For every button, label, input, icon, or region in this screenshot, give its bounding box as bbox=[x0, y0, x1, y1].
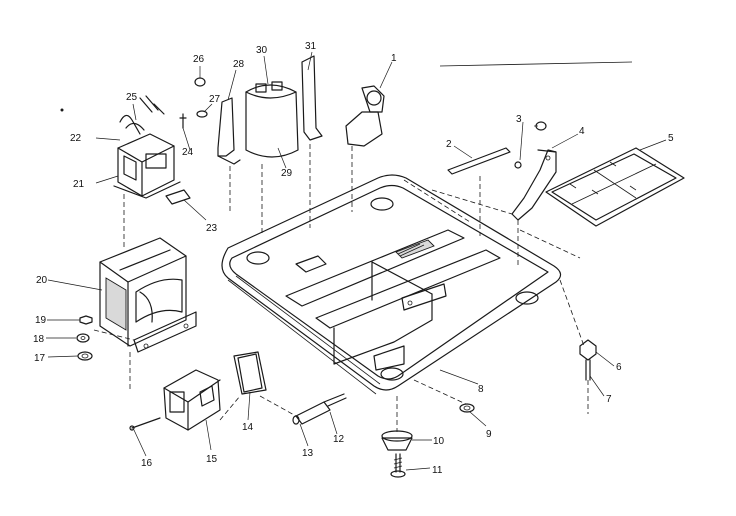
part-25-connector bbox=[139, 95, 165, 115]
leader-lines bbox=[46, 51, 667, 471]
callout-13: 13 bbox=[302, 448, 314, 459]
part-5-panel bbox=[545, 147, 685, 227]
part-20-transformer bbox=[99, 237, 197, 392]
callout-2: 2 bbox=[446, 139, 452, 150]
callout-20: 20 bbox=[36, 275, 48, 286]
part-11-screw bbox=[390, 453, 406, 478]
part-9-washer bbox=[459, 403, 475, 413]
callout-24: 24 bbox=[182, 147, 194, 158]
callout-10: 10 bbox=[433, 436, 445, 447]
callout-16: 16 bbox=[141, 458, 153, 469]
callout-11: 11 bbox=[432, 465, 443, 476]
part-12-fuse-holder bbox=[292, 393, 347, 425]
callout-12: 12 bbox=[333, 434, 345, 445]
stray-mark bbox=[60, 108, 64, 112]
assembly-lines bbox=[93, 179, 585, 421]
part-26-nut bbox=[194, 77, 206, 87]
callout-labels: 1 2 3 4 5 6 7 8 9 10 11 12 13 14 15 16 1… bbox=[33, 41, 674, 476]
part-6-screw bbox=[579, 339, 597, 414]
callout-28: 28 bbox=[233, 59, 245, 70]
part-1-bracket bbox=[345, 85, 385, 212]
part-28-bracket bbox=[217, 97, 241, 214]
part-17-washer bbox=[77, 351, 93, 361]
part-18-washer bbox=[76, 333, 90, 343]
callout-15: 15 bbox=[206, 454, 218, 465]
callout-5: 5 bbox=[668, 133, 674, 144]
part-19-nut bbox=[79, 315, 93, 325]
part-27-washer bbox=[196, 110, 208, 118]
part-22-wires bbox=[119, 114, 145, 135]
callout-8: 8 bbox=[478, 384, 484, 395]
part-15-switch bbox=[163, 369, 221, 431]
callout-23: 23 bbox=[206, 223, 218, 234]
callout-30: 30 bbox=[256, 45, 268, 56]
part-14-plate bbox=[233, 351, 267, 395]
callout-21: 21 bbox=[73, 179, 85, 190]
callout-27: 27 bbox=[209, 94, 221, 105]
part-16-screw bbox=[129, 417, 161, 431]
callout-29: 29 bbox=[281, 168, 293, 179]
callout-14: 14 bbox=[242, 422, 254, 433]
part-24-screw bbox=[179, 113, 187, 129]
callout-9: 9 bbox=[486, 429, 492, 440]
part-29-capacitor bbox=[245, 81, 299, 236]
callout-18: 18 bbox=[33, 334, 45, 345]
callout-19: 19 bbox=[35, 315, 47, 326]
callout-26: 26 bbox=[193, 54, 205, 65]
callout-7: 7 bbox=[606, 394, 612, 405]
part-10-foot bbox=[381, 396, 413, 451]
callout-17: 17 bbox=[34, 353, 46, 364]
callout-22: 22 bbox=[70, 133, 82, 144]
part-2-rod bbox=[447, 147, 511, 236]
callout-1: 1 bbox=[391, 53, 397, 64]
callout-25: 25 bbox=[126, 92, 138, 103]
part-23-clip bbox=[165, 189, 191, 205]
part-3-nut bbox=[514, 121, 547, 169]
part-31-strap bbox=[301, 55, 323, 228]
callout-6: 6 bbox=[616, 362, 622, 373]
part-4-bracket bbox=[511, 149, 557, 268]
part-21-transformer bbox=[113, 133, 181, 250]
callout-31: 31 bbox=[305, 41, 317, 52]
callout-4: 4 bbox=[579, 126, 585, 137]
callout-3: 3 bbox=[516, 114, 522, 125]
header-rule bbox=[439, 61, 633, 67]
base-plate bbox=[221, 174, 562, 395]
